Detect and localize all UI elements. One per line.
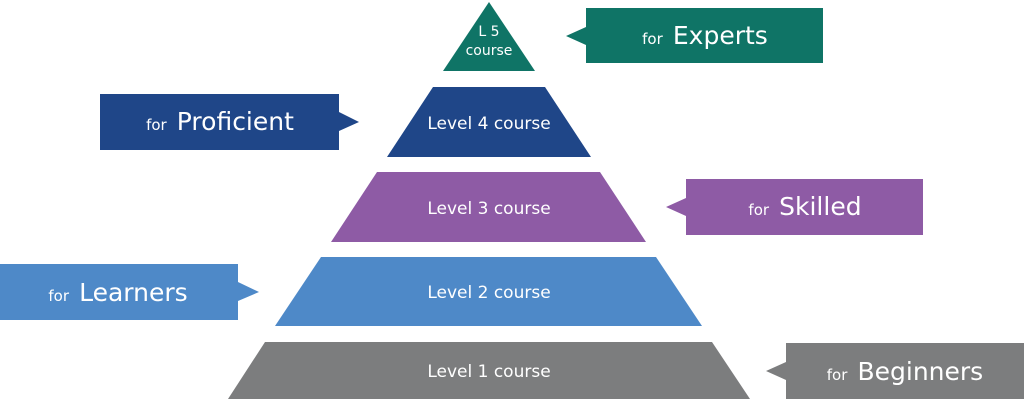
callout-text-beginners: for Beginners [827, 357, 983, 386]
callout-shape-beginners [766, 343, 1024, 399]
tier-label-level-5-line-1: L 5 [478, 24, 499, 40]
callout-shape-proficient [100, 94, 359, 150]
callout-audience-proficient: Proficient [177, 107, 294, 136]
pyramid-tier-level-3: Level 3 course [331, 172, 646, 242]
pyramid-tier-level-5: L 5 course [443, 2, 535, 71]
callout-learners: for Learners [0, 264, 259, 320]
tier-shape-level-5 [443, 2, 535, 71]
callout-prefix-learners: for [48, 287, 69, 305]
tier-label-level-1: Level 1 course [427, 362, 550, 382]
tier-shape-level-2 [275, 257, 702, 326]
callout-beginners: for Beginners [766, 343, 1024, 399]
tier-label-level-5-line-2: course [466, 43, 513, 59]
tier-shape-level-1 [228, 342, 750, 399]
callout-prefix-skilled: for [748, 201, 769, 219]
callout-experts: for Experts [566, 8, 823, 63]
pyramid-tier-level-1: Level 1 course [228, 342, 750, 399]
pyramid-tier-level-4: Level 4 course [387, 87, 591, 157]
callout-audience-experts: Experts [673, 21, 768, 50]
callout-text-proficient: for Proficient [146, 107, 294, 136]
callout-proficient: for Proficient [100, 94, 359, 150]
callout-prefix-beginners: for [827, 366, 848, 384]
tier-label-level-4: Level 4 course [427, 114, 550, 134]
callout-prefix-experts: for [642, 30, 663, 48]
tier-shape-level-4 [387, 87, 591, 157]
tier-shape-level-3 [331, 172, 646, 242]
callout-audience-learners: Learners [79, 278, 188, 307]
callout-shape-skilled [666, 179, 923, 235]
callout-skilled: for Skilled [666, 179, 923, 235]
pyramid-tier-level-2: Level 2 course [275, 257, 702, 326]
tier-label-level-2: Level 2 course [427, 283, 550, 303]
tier-label-level-3: Level 3 course [427, 199, 550, 219]
callout-text-learners: for Learners [48, 278, 187, 307]
callout-text-experts: for Experts [642, 21, 768, 50]
callout-shape-experts [566, 8, 823, 63]
callout-prefix-proficient: for [146, 116, 167, 134]
callout-text-skilled: for Skilled [748, 192, 861, 221]
callout-audience-skilled: Skilled [779, 192, 861, 221]
callout-shape-learners [0, 264, 259, 320]
callout-audience-beginners: Beginners [857, 357, 983, 386]
